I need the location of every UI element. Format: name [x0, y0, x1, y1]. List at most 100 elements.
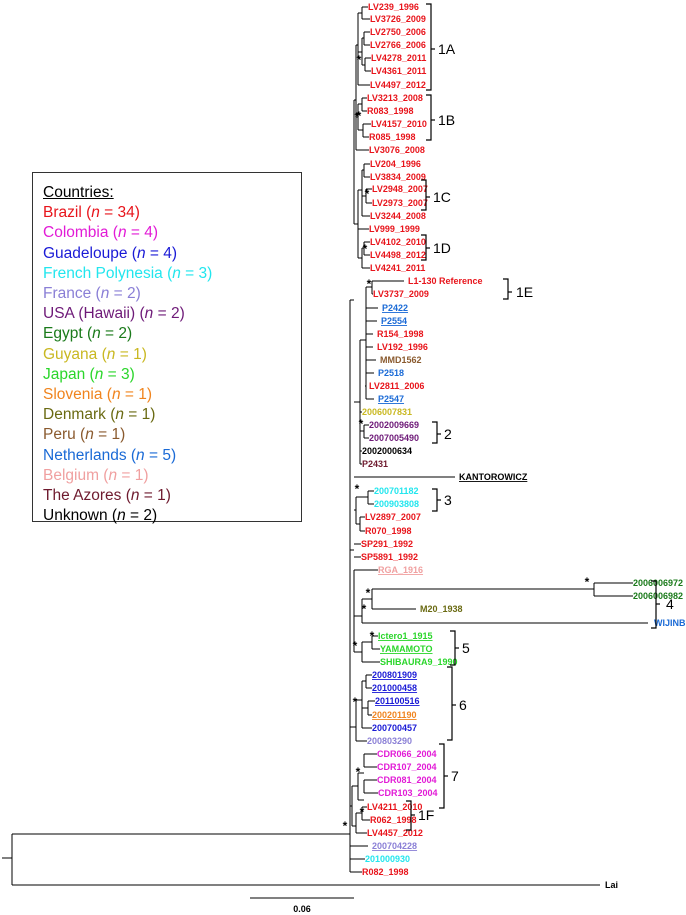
tip-label: LV4457_2012 — [367, 828, 423, 838]
tip-label: LV3737_2009 — [373, 289, 429, 299]
legend-title: Countries: — [43, 184, 114, 201]
legend-entries: Brazil (n = 34)Colombia (n = 4)Guadeloup… — [43, 203, 301, 526]
tip-label: 2002000634 — [362, 446, 412, 456]
clade-label: 1F — [418, 807, 434, 823]
legend-country-name: Guadeloupe — [43, 244, 128, 262]
legend-count: 1 — [138, 386, 147, 404]
tip-label: R154_1998 — [377, 329, 424, 339]
bootstrap-star: * — [370, 629, 375, 643]
tip-label: 2007005490 — [369, 433, 419, 443]
tip-label: SHIBAURA9_1990 — [380, 657, 458, 667]
clade-bracket — [426, 3, 432, 91]
legend-country-name: Guyana — [43, 345, 98, 363]
tip-label: 2002009669 — [369, 420, 419, 430]
tip-label: 2006006982 — [633, 591, 683, 601]
legend-entry: Japan (n = 3) — [43, 365, 135, 383]
tip-label: LV2766_2006 — [370, 40, 426, 50]
bootstrap-star: * — [343, 819, 348, 833]
legend-entry: Unknown (n = 2) — [43, 507, 158, 525]
legend-count: 5 — [162, 446, 171, 464]
legend-count: 1 — [133, 345, 142, 363]
clade-label: 1C — [433, 189, 451, 205]
scale-bar-label: 0.06 — [293, 904, 311, 914]
bootstrap-markers: ***************** — [343, 53, 590, 833]
tip-label: KANTOROWICZ — [459, 472, 528, 482]
tip-label: CDR103_2004 — [378, 788, 438, 798]
legend-entry: Peru (n = 1) — [43, 426, 126, 444]
legend-entry: Brazil (n = 34) — [43, 204, 140, 222]
bootstrap-star: * — [353, 695, 358, 709]
tip-label: P2554 — [381, 316, 407, 326]
legend-country-name: Peru — [43, 426, 76, 444]
legend-count: 1 — [141, 406, 151, 424]
legend-country-name: Denmark — [43, 406, 106, 424]
legend-entry: Slovenia (n = 1) — [43, 386, 153, 404]
tip-label: 2006007831 — [362, 407, 412, 417]
legend-count: 2 — [127, 285, 136, 303]
legend-count: 4 — [144, 224, 153, 242]
bootstrap-star: * — [353, 639, 358, 653]
clade-label: 1E — [516, 284, 533, 300]
legend-count: 34 — [117, 204, 135, 222]
tip-label: R085_1998 — [369, 132, 416, 142]
legend-count: 1 — [157, 487, 166, 505]
tip-label: Lai — [605, 880, 618, 890]
tree-branches — [2, 6, 648, 886]
tip-label: P2547 — [378, 394, 404, 404]
legend-count: 1 — [111, 426, 121, 444]
clade-label: 5 — [462, 640, 470, 656]
legend-entry: French Polynesia (n = 3) — [43, 264, 213, 282]
bootstrap-star: * — [362, 602, 367, 616]
tip-label: 201000930 — [365, 854, 410, 864]
tip-label: LV4497_2012 — [370, 80, 426, 90]
bootstrap-star: * — [355, 110, 360, 124]
legend-count: 4 — [163, 244, 172, 262]
tip-label: LV192_1996 — [377, 342, 428, 352]
tip-label: LV3213_2008 — [367, 93, 423, 103]
tip-label: SP291_1992 — [361, 539, 413, 549]
tip-label: SP5891_1992 — [361, 552, 418, 562]
legend-country-name: Unknown — [43, 507, 108, 525]
bootstrap-star: * — [360, 805, 365, 819]
clade-label: 3 — [444, 492, 452, 508]
tip-label: LV4157_2010 — [371, 119, 427, 129]
bootstrap-star: * — [365, 187, 370, 201]
tip-label: MMD1562 — [380, 355, 422, 365]
clade-label: 7 — [451, 768, 459, 784]
clade-label: 4 — [666, 596, 674, 612]
tip-label: 200803290 — [367, 736, 412, 746]
clade-label: 1A — [438, 41, 456, 57]
legend-count: 1 — [134, 466, 144, 484]
tip-label: CDR107_2004 — [377, 762, 437, 772]
tip-label: 200700457 — [372, 723, 417, 733]
legend-count: 2 — [118, 325, 128, 343]
clade-bracket — [426, 94, 432, 141]
bootstrap-star: * — [366, 586, 371, 600]
legend-country-name: Japan — [43, 365, 86, 383]
tip-label: LV4102_2010 — [370, 237, 426, 247]
clade-bracket — [432, 488, 438, 512]
tip-label: 200801909 — [372, 670, 417, 680]
tip-label: R062_1998 — [370, 815, 417, 825]
legend-entry: USA (Hawaii) (n = 2) — [43, 305, 185, 323]
tip-label: CDR066_2004 — [377, 749, 437, 759]
scale-bar: 0.06 — [250, 897, 354, 914]
tip-label: LV2750_2006 — [370, 27, 426, 37]
bootstrap-star: * — [357, 109, 362, 123]
tip-label: RGA_1916 — [378, 565, 423, 575]
legend-entry: Guyana (n = 1) — [43, 345, 147, 363]
tip-label: LV2973_2007 — [372, 198, 428, 208]
tip-label: 200701182 — [374, 486, 419, 496]
tip-label: P2518 — [378, 368, 404, 378]
legend-entry: Denmark (n = 1) — [43, 406, 156, 424]
tip-label: LV2948_2007 — [372, 184, 428, 194]
tip-label: M20_1938 — [420, 604, 463, 614]
legend-entry: Egypt (n = 2) — [43, 325, 133, 343]
tip-label: LV4211_2010 — [367, 802, 422, 812]
bootstrap-star: * — [357, 53, 362, 67]
tip-label: LV3244_2008 — [370, 211, 426, 221]
clade-label: 1B — [438, 112, 455, 128]
tip-label: R083_1998 — [367, 106, 414, 116]
